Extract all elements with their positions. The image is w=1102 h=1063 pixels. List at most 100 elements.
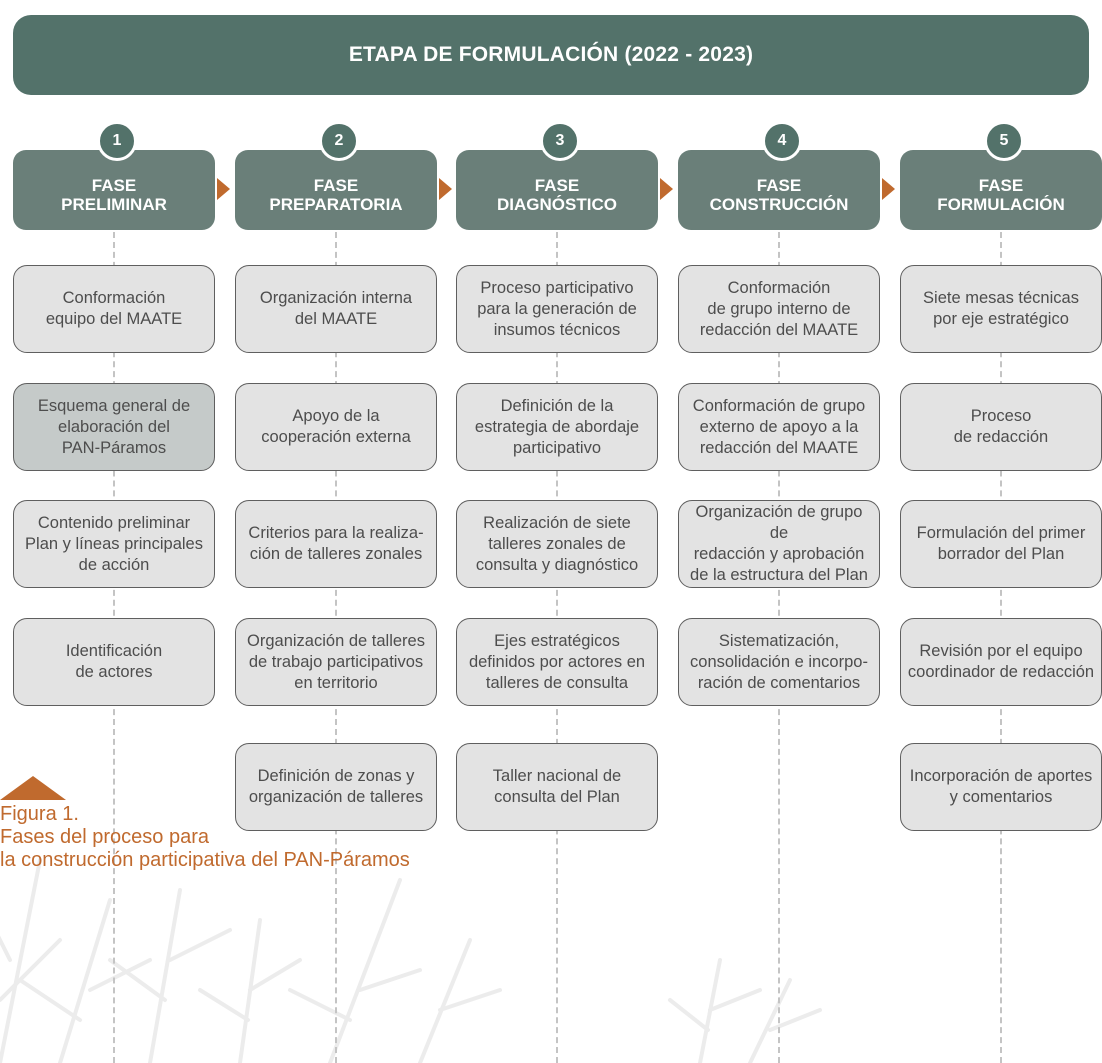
phase-number-badge: 2 [319,121,359,161]
step-box: Proceso participativo para la generación … [456,265,658,353]
step-text-line: Revisión por el equipo [919,642,1083,660]
step-text-line: consulta y diagnóstico [475,555,639,574]
step-text-line: de la estructura del Plan [690,566,868,584]
step-text-line: Criterios para la realiza- [248,524,424,542]
step-text-line: coordinador de redacción [907,663,1095,681]
step-text-line: Proceso [970,407,1032,425]
step-text-line: por eje estratégico [933,310,1069,328]
step-text-line: Conformación de grupo [692,396,866,415]
step-text-line: Conformación [62,289,166,307]
step-box: Revisión por el equipo coordinador de red… [900,618,1102,706]
step-text-line: organización de talleres [248,788,424,806]
step-box: Siete mesas técnicas por eje estratégico [900,265,1102,353]
step-text-line: definidos por actores en [468,652,646,671]
step-box: Conformación de grupo externo de apoyo a … [678,383,880,471]
stage-title: ETAPA DE FORMULACIÓN (2022 - 2023) [348,43,754,66]
step-text-line: de trabajo participativos [248,652,424,671]
caption-triangle-icon [0,776,66,800]
step-box: Proceso de redacción [900,383,1102,471]
step-text-line: externo de apoyo a la [699,417,859,436]
phase-number-badge: 4 [762,121,802,161]
step-text-line: consolidación e incorpo- [690,652,868,671]
step-box: Definición de la estrategia de abordaje pa… [456,383,658,471]
step-text-line: Esquema general de [37,396,191,415]
step-text-line: del MAATE [294,310,378,328]
step-text-line: borrador del Plan [937,545,1065,563]
step-text-line: y comentarios [949,788,1053,806]
figure-caption: Figura 1. Fases del proceso para la cons… [0,803,410,872]
phase-header-label: FASE [313,176,359,195]
step-text-line: Ejes estratégicos [494,631,620,650]
phase-header-label: FASE [756,176,802,195]
step-text-line: Plan y líneas principales [25,534,203,553]
step-text-line: participativo [512,438,602,457]
step-text-line: Realización de siete [483,513,631,532]
step-text-line: Formulación del primer [916,524,1086,542]
phase-number-badge: 3 [540,121,580,161]
step-text-line: de actores [75,663,153,681]
step-text-line: ción de talleres zonales [249,545,423,563]
step-text-line: Sistematización, [718,631,840,650]
stage-banner: ETAPA DE FORMULACIÓN (2022 - 2023) [13,15,1089,95]
step-text-line: Siete mesas técnicas [923,289,1079,307]
phase-header: FASE DIAGNÓSTICO [456,150,658,230]
phase-header: FASE CONSTRUCCIÓN [678,150,880,230]
step-text-line: Proceso participativo [480,278,634,297]
step-text-line: talleres zonales de [488,534,626,553]
step-text-line: Organización de talleres [247,631,425,650]
phase-header-label: FASE [978,176,1024,195]
step-text-line: Definición de la [500,396,614,415]
phase-column-4: 4 FASE CONSTRUCCIÓN Conformación de grupo… [678,0,880,1063]
step-text-line: Contenido preliminar [37,513,191,532]
step-box: Organización de talleres de trabajo parti… [235,618,437,706]
step-text-line: redacción del MAATE [699,438,859,457]
step-text-line: Organización de grupo de [695,503,863,542]
step-box: Incorporación de aportes y comentarios [900,743,1102,831]
figure-number: Figura 1. [0,803,79,825]
step-text-line: Incorporación de aportes [909,767,1093,785]
step-text-line: Apoyo de la [292,407,380,425]
step-box: Identificación de actores [13,618,215,706]
step-text-line: Identificación [65,642,163,660]
phase-arrow-icon [660,178,673,200]
phase-header-name: PREPARATORIA [269,195,403,214]
phase-header-name: PRELIMINAR [61,195,167,214]
phase-arrow-icon [217,178,230,200]
step-text-line: estrategia de abordaje [474,417,640,436]
step-box: Realización de siete talleres zonales de c… [456,500,658,588]
step-box: Formulación del primer borrador del Plan [900,500,1102,588]
step-text-line: insumos técnicos [493,320,621,339]
step-text-line: Conformación [727,278,831,297]
phase-header: FASE PREPARATORIA [235,150,437,230]
step-text-line: de redacción [953,428,1049,446]
phase-header-label: FASE [534,176,580,195]
step-text-line: de acción [78,555,150,574]
step-text-line: Taller nacional de [492,767,622,785]
phase-column-2: 2 FASE PREPARATORIA Organización interna… [235,0,437,1063]
phase-arrow-icon [882,178,895,200]
step-text-line: elaboración del [58,417,170,436]
step-text-line: de grupo interno de [707,299,851,318]
figure-caption-line: la construcción participativa del PAN-Pá… [0,849,410,871]
step-box: Criterios para la realiza-ción de taller… [235,500,437,588]
step-text-line: PAN-Páramos [61,438,167,457]
step-text-line: ración de comentarios [697,673,861,692]
step-text-line: cooperación externa [261,428,411,446]
step-text-line: talleres de consulta [485,673,629,692]
step-text-line: en territorio [294,673,378,692]
step-box: Ejes estratégicos definidos por actores e… [456,618,658,706]
step-text-line: para la generación de [477,299,637,318]
phase-header: FASE FORMULACIÓN [900,150,1102,230]
step-box: Apoyo de la cooperación externa [235,383,437,471]
phase-header: FASE PRELIMINAR [13,150,215,230]
phase-arrow-icon [439,178,452,200]
